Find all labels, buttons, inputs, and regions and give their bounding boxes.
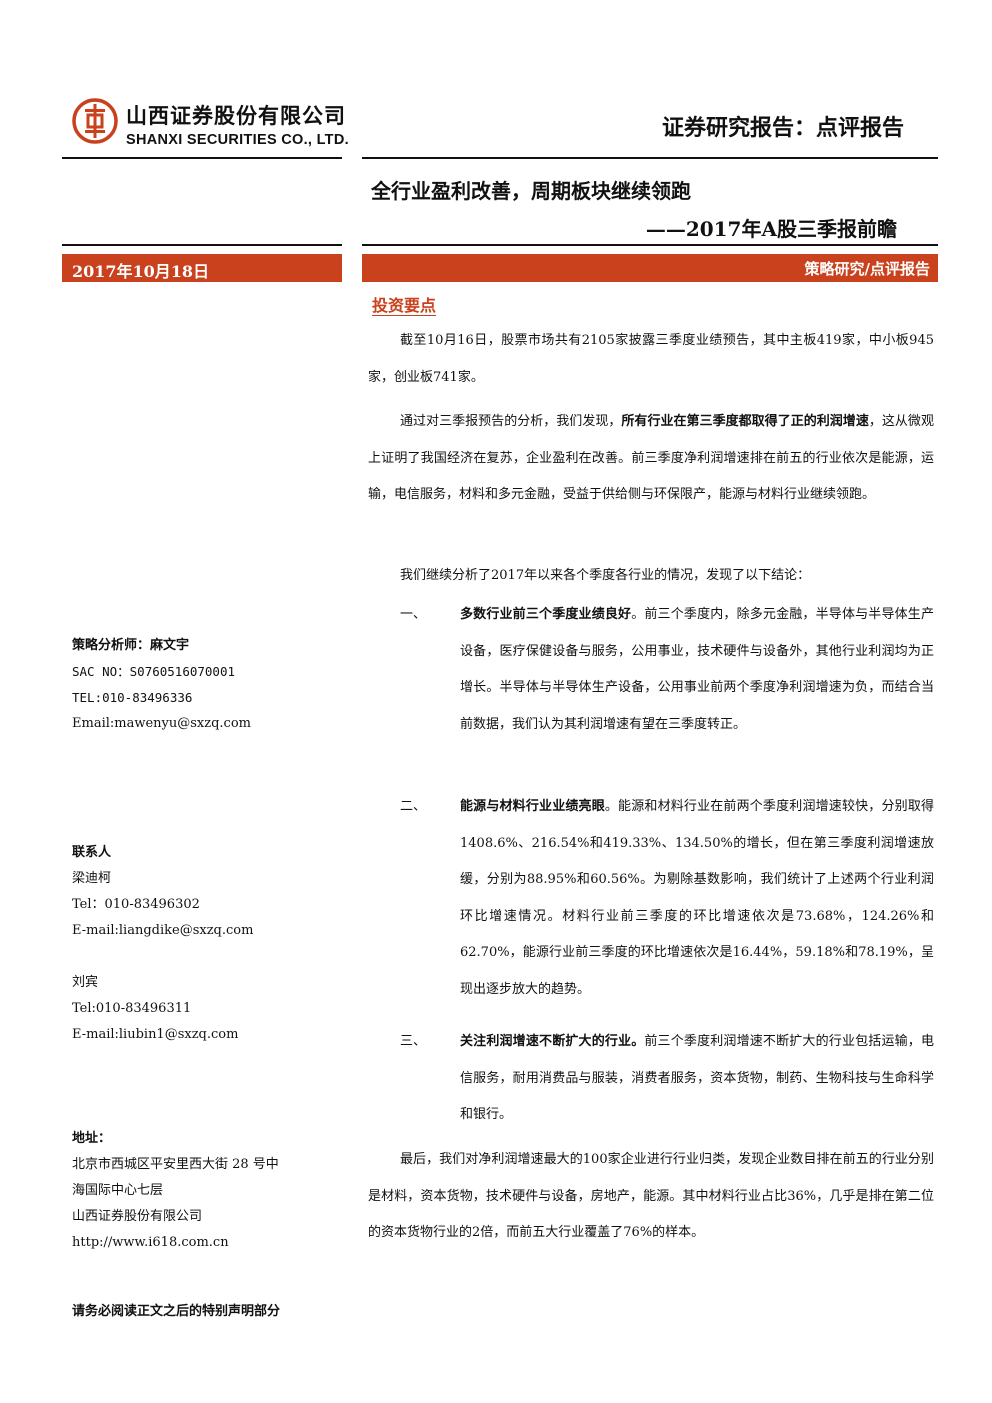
title-divider-right <box>362 244 938 246</box>
list-item-text: 能源与材料行业业绩亮眼。能源和材料行业在前两个季度利润增速较快，分别取得1408… <box>460 789 934 1008</box>
list-item: 二、 能源与材料行业业绩亮眼。能源和材料行业在前两个季度利润增速较快，分别取得1… <box>400 789 934 1008</box>
address-block: 地址： 北京市西城区平安里西大街 28 号中 海国际中心七层 山西证券股份有限公… <box>72 1126 279 1256</box>
disclaimer-notice: 请务必阅读正文之后的特别声明部分 <box>72 1304 281 1319</box>
report-title: 全行业盈利改善，周期板块继续领跑 <box>371 179 691 203</box>
list-item-number: 三、 <box>400 1034 427 1049</box>
report-subtitle: ——2017年A股三季报前瞻 <box>645 217 897 241</box>
list-item-text: 多数行业前三个季度业绩良好。前三个季度内，除多元金融，半导体与半导体生产设备，医… <box>460 597 934 743</box>
contact-spacer <box>72 944 253 970</box>
address-line1: 北京市西城区平安里西大街 28 号中 <box>72 1157 279 1172</box>
contacts-block: 联系人 梁迪柯 Tel：010-83496302 E-mail:liangdik… <box>72 840 253 1048</box>
list-item-body: 前三个季度利润增速不断扩大的行业包括运输，电信服务，耐用消费品与服装，消费者服务… <box>460 1034 934 1122</box>
contact1-name: 梁迪柯 <box>72 871 112 886</box>
website-link[interactable]: http://www.i618.com.cn <box>72 1235 229 1250</box>
report-category: 策略研究/点评报告 <box>804 260 930 278</box>
paragraph-4: 最后，我们对净利润增速最大的100家企业进行行业归类，发现企业数目排在前五的行业… <box>368 1152 934 1240</box>
analyst-email[interactable]: Email:mawenyu@sxzq.com <box>72 716 251 731</box>
paragraph-2: 通过对三季报预告的分析，我们发现，所有行业在第三季度都取得了正的利润增速，这从微… <box>368 404 934 514</box>
category-bar <box>362 254 938 282</box>
company-logo-icon <box>72 98 118 144</box>
analyst-sac: SAC NO：S0760516070001 <box>72 664 236 679</box>
title-divider-left <box>62 244 342 246</box>
contact1-email[interactable]: E-mail:liangdike@sxzq.com <box>72 923 254 938</box>
report-type: 证券研究报告：点评报告 <box>661 116 904 141</box>
date-bar <box>62 254 342 282</box>
list-item-number: 一、 <box>400 607 427 622</box>
address-line3: 山西证券股份有限公司 <box>72 1209 203 1224</box>
list-item-body: 。前三个季度内，除多元金融，半导体与半导体生产设备，医疗保健设备与服务，公用事业… <box>460 607 934 732</box>
header-divider-right <box>362 157 938 159</box>
list-item: 三、 关注利润增速不断扩大的行业。前三个季度利润增速不断扩大的行业包括运输，电信… <box>400 1024 934 1134</box>
list-item-body: 。能源和材料行业在前两个季度利润增速较快，分别取得1408.6%、216.54%… <box>460 799 934 997</box>
contacts-label: 联系人 <box>72 845 112 860</box>
address-line2: 海国际中心七层 <box>72 1183 164 1198</box>
analyst-label: 策略分析师：麻文宇 <box>72 638 190 653</box>
contact1-tel: Tel：010-83496302 <box>72 897 200 912</box>
address-label: 地址： <box>72 1131 112 1146</box>
list-item-highlight: 能源与材料行业业绩亮眼 <box>460 799 605 814</box>
paragraph-2-pre: 通过对三季报预告的分析，我们发现， <box>400 414 622 429</box>
paragraph-3: 我们继续分析了2017年以来各个季度各行业的情况，发现了以下结论： <box>400 568 811 583</box>
header-divider-left <box>62 157 342 159</box>
contact2-name: 刘宾 <box>72 975 99 990</box>
list-item-highlight: 多数行业前三个季度业绩良好 <box>460 607 632 622</box>
contact2-email[interactable]: E-mail:liubin1@sxzq.com <box>72 1027 239 1042</box>
paragraph-1: 截至10月16日，股票市场共有2105家披露三季度业绩预告，其中主板419家，中… <box>368 333 934 385</box>
list-item: 一、 多数行业前三个季度业绩良好。前三个季度内，除多元金融，半导体与半导体生产设… <box>400 597 934 743</box>
analyst-tel: TEL:010-83496336 <box>72 690 193 705</box>
company-name-cn: 山西证券股份有限公司 <box>126 104 346 128</box>
list-item-text: 关注利润增速不断扩大的行业。前三个季度利润增速不断扩大的行业包括运输，电信服务，… <box>460 1024 934 1134</box>
list-item-highlight: 关注利润增速不断扩大的行业。 <box>460 1034 645 1049</box>
report-date: 2017年10月18日 <box>72 262 210 281</box>
paragraph-2-highlight: 所有行业在第三季度都取得了正的利润增速 <box>621 414 869 429</box>
paragraph-2-post: ，这从微观上证明了我国经济在复苏，企业盈利在改善。前三季度净利润增速排在前五的行… <box>368 414 934 502</box>
section-title: 投资要点 <box>372 296 437 315</box>
company-name-en: SHANXI SECURITIES CO., LTD. <box>126 132 349 148</box>
analyst-block: 策略分析师：麻文宇 SAC NO：S0760516070001 TEL:010-… <box>72 633 251 737</box>
contact2-tel: Tel:010-83496311 <box>72 1001 192 1016</box>
list-item-number: 二、 <box>400 799 427 814</box>
